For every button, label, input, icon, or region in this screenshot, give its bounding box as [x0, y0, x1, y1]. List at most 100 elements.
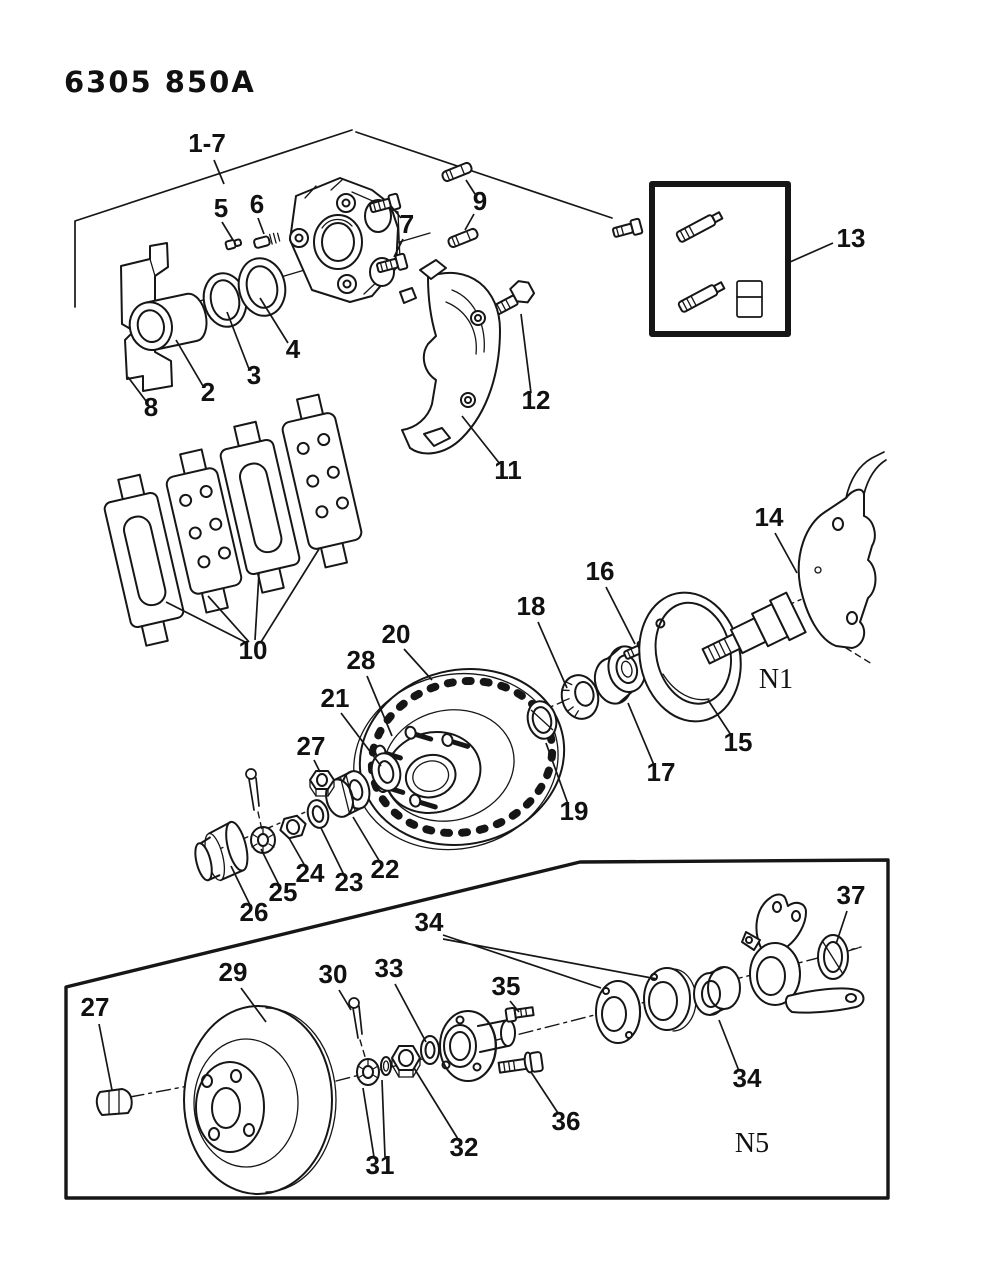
- leader-part-2: [175, 339, 204, 387]
- leader-part-4: [259, 297, 289, 344]
- callout-part-28: 28: [347, 645, 376, 675]
- leader-part-17: [627, 702, 655, 766]
- callout-part-21: 21: [321, 683, 350, 713]
- callout-part-22: 22: [371, 854, 400, 884]
- castle-nut-31: [356, 1058, 380, 1086]
- callout-part-3: 3: [247, 360, 261, 390]
- seal-19: [526, 700, 558, 740]
- leader-part-13: [789, 242, 834, 263]
- callout-part-13: 13: [837, 223, 866, 253]
- leader-part-32: [413, 1067, 459, 1140]
- leader-part-14: [774, 532, 798, 574]
- callout-part-8: 8: [144, 392, 158, 422]
- leader-part-31: [381, 1079, 386, 1158]
- lug-nut-27-lower: [95, 1088, 133, 1116]
- callout-part-4: 4: [286, 334, 301, 364]
- assembly-end-bolt: [611, 217, 644, 238]
- washer-31: [380, 1056, 392, 1076]
- callout-part-31: 31: [366, 1150, 395, 1180]
- callout-part-36: 36: [552, 1106, 581, 1136]
- leader-part-12: [520, 313, 532, 394]
- guide-pin-9a: [441, 161, 473, 183]
- callout-part-18: 18: [517, 591, 546, 621]
- pad-backing-c: [219, 420, 301, 594]
- callout-part-35: 35: [492, 971, 521, 1001]
- lower-figure: [64, 858, 890, 1200]
- callout-part-10: 10: [239, 635, 268, 665]
- leader-part-25: [260, 848, 280, 886]
- bolt-36: [497, 1051, 544, 1074]
- callout-part-34-upper: 34: [415, 907, 444, 937]
- leader-part-10: [165, 601, 248, 644]
- callout-part-34-lower: 34: [733, 1063, 762, 1093]
- leader-part-15: [707, 699, 732, 736]
- leader-part-33: [394, 983, 427, 1043]
- guide-bolt-7b: [376, 252, 409, 274]
- cotter-pin-30: [348, 997, 367, 1061]
- leader-part-27-upper: [313, 759, 321, 773]
- washer-23: [306, 799, 330, 829]
- leader-part-28: [366, 675, 393, 737]
- rotor-29: [183, 1005, 337, 1195]
- ring-34a: [595, 980, 642, 1044]
- bleeder-screw-5: [224, 238, 243, 251]
- leader-part-34-lower: [718, 1019, 740, 1072]
- rotor-20: [353, 667, 566, 851]
- brake-pads-10: [103, 393, 363, 647]
- leader-part-26: [230, 865, 251, 906]
- leader-part-10: [260, 548, 320, 643]
- cotter-pin-upper: [245, 768, 263, 831]
- leader-part-19: [545, 742, 569, 805]
- callout-part-25: 25: [269, 877, 298, 907]
- hub-flange: [439, 1010, 516, 1082]
- leader-part-11: [461, 415, 501, 465]
- callout-part-17: 17: [647, 757, 676, 787]
- piston-2: [128, 292, 208, 351]
- leader-part-7: [393, 238, 404, 258]
- callout-part-6: 6: [250, 189, 264, 219]
- boot-4: [237, 257, 287, 317]
- bearing-17: [593, 645, 647, 705]
- wheel-nut-27-upper: [309, 770, 335, 797]
- leader-part-31: [362, 1087, 375, 1158]
- leader-part-9: [464, 213, 475, 231]
- spindle-knuckle-14: [701, 451, 887, 665]
- leader-part-10: [207, 595, 250, 643]
- dust-cap-26: [194, 820, 249, 882]
- leader-part-10: [254, 572, 260, 641]
- leader-part-16: [605, 586, 636, 645]
- callout-part-32: 32: [450, 1132, 479, 1162]
- leader-part-24: [288, 837, 306, 867]
- splash-shield-15: [638, 591, 742, 723]
- leader-part-7: [390, 205, 402, 219]
- callout-part-15: 15: [724, 727, 753, 757]
- callout-part-27-upper: 27: [297, 731, 326, 761]
- callout-note-n5: N5: [735, 1128, 769, 1159]
- leader-part-35: [509, 1000, 520, 1013]
- leader-part-3: [226, 311, 250, 370]
- leader-part-23: [320, 827, 345, 876]
- callout-part-7: 7: [400, 209, 414, 239]
- pad-backing-a: [103, 473, 185, 647]
- washer-33: [420, 1035, 440, 1065]
- callout-part-12: 12: [522, 385, 551, 415]
- assembly-bracket-lines: [74, 129, 613, 308]
- seal-37: [817, 934, 859, 980]
- adapter-11: [399, 259, 501, 455]
- steering-knuckle-lower: [741, 893, 865, 1014]
- leader-part-20: [403, 648, 433, 681]
- callout-note-n1: N1: [759, 664, 793, 695]
- bleeder-screw-6: [253, 232, 281, 249]
- pad-friction-b: [165, 448, 243, 614]
- leader-part-6: [257, 217, 265, 235]
- leader-part-5: [221, 221, 234, 241]
- leader-part-29: [240, 987, 267, 1023]
- hardware-kit-13: [649, 181, 791, 337]
- callout-part-14: 14: [755, 502, 784, 532]
- callout-part-26: 26: [240, 897, 269, 927]
- callout-part-9: 9: [473, 186, 487, 216]
- bolt-35: [504, 1006, 535, 1023]
